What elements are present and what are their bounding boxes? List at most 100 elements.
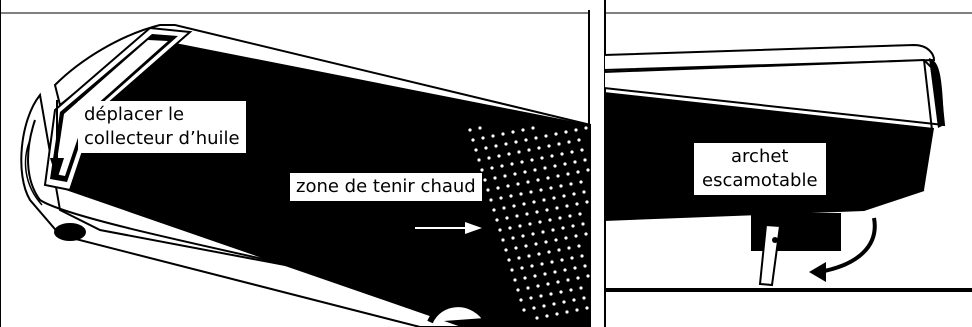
retractable-stand-label-line-2: escamotable	[702, 169, 818, 193]
perforation-dot	[516, 182, 519, 185]
perforation-dot	[543, 272, 546, 275]
perforation-dot	[544, 240, 547, 243]
perforation-dot	[539, 294, 542, 297]
perforation-dot	[505, 216, 508, 219]
perforation-dot	[566, 278, 569, 281]
perforation-dot	[551, 228, 554, 231]
perforation-dot	[507, 258, 510, 261]
perforation-dot	[561, 226, 564, 229]
perforation-dot	[527, 254, 530, 257]
perforation-dot	[579, 180, 582, 183]
perforation-dot	[510, 162, 513, 165]
perforation-dot	[550, 260, 553, 263]
perforation-dot	[513, 278, 516, 281]
perforation-dot	[535, 210, 538, 213]
perforation-dot	[576, 276, 579, 279]
oil-tray-label-line-1: déplacer le	[84, 103, 240, 127]
perforation-dot	[554, 238, 557, 241]
perforation-dot	[535, 316, 538, 319]
perforation-dot	[500, 164, 503, 167]
perforation-dot	[583, 264, 586, 267]
perforation-dot	[501, 132, 504, 135]
perforation-dot	[553, 270, 556, 273]
left-illustration-panel: déplacer le collecteur d’huile zone de t…	[0, 0, 591, 327]
perforation-dot	[574, 128, 577, 131]
perforation-dot	[570, 256, 573, 259]
perforation-dot	[484, 146, 487, 149]
perforation-dot	[585, 200, 588, 203]
perforation-dot	[521, 234, 524, 237]
perforation-dot	[489, 198, 492, 201]
perforation-dot	[546, 176, 549, 179]
perforation-dot	[490, 166, 493, 169]
perforation-dot	[560, 258, 563, 261]
perforation-dot	[487, 156, 490, 159]
perforation-dot	[576, 170, 579, 173]
perforation-dot	[529, 296, 532, 299]
perforation-dot	[517, 256, 520, 259]
perforation-dot	[493, 176, 496, 179]
perforation-dot	[497, 154, 500, 157]
perforation-dot	[496, 186, 499, 189]
perforation-dot	[526, 180, 529, 183]
perforation-dot	[567, 140, 570, 143]
perforation-dot	[560, 152, 563, 155]
perforation-dot	[580, 254, 583, 257]
perforation-dot	[508, 226, 511, 229]
perforation-dot	[543, 166, 546, 169]
perforation-dot	[552, 302, 555, 305]
perforation-dot	[481, 136, 484, 139]
perforation-dot	[556, 174, 559, 177]
perforation-dot	[583, 158, 586, 161]
perforation-dot	[483, 178, 486, 181]
right-illustration-panel: archet escamotable	[604, 0, 972, 327]
oil-tray-label: déplacer le collecteur d’huile	[78, 101, 246, 153]
perforation-dot	[510, 268, 513, 271]
perforation-dot	[517, 150, 520, 153]
perforation-dot	[571, 224, 574, 227]
perforation-dot	[513, 172, 516, 175]
perforation-dot	[580, 148, 583, 151]
perforation-dot	[477, 158, 480, 161]
perforation-dot	[542, 198, 545, 201]
perforation-dot	[555, 312, 558, 315]
perforation-dot	[564, 236, 567, 239]
perforation-dot	[530, 264, 533, 267]
perforation-dot	[499, 196, 502, 199]
perforation-dot	[537, 146, 540, 149]
perforation-dot	[530, 158, 533, 161]
perforation-dot	[512, 204, 515, 207]
perforation-dot	[531, 126, 534, 129]
perforation-dot	[534, 242, 537, 245]
perforation-dot	[549, 292, 552, 295]
perforation-dot	[567, 246, 570, 249]
perforation-dot	[559, 290, 562, 293]
perforation-dot	[573, 160, 576, 163]
retractable-stand-label-line-1: archet	[702, 145, 818, 169]
perforation-dot	[491, 134, 494, 137]
perforation-dot	[526, 286, 529, 289]
perforation-dot	[577, 138, 580, 141]
perforation-dot	[572, 192, 575, 195]
griddle-top-view-drawing	[0, 0, 591, 327]
perforation-dot	[578, 212, 581, 215]
perforation-dot	[524, 244, 527, 247]
perforation-dot	[520, 160, 523, 163]
perforation-dot	[562, 194, 565, 197]
perforation-dot	[545, 314, 548, 317]
perforation-dot	[577, 244, 580, 247]
perforation-dot	[586, 274, 589, 277]
perforation-dot	[584, 126, 587, 129]
perforation-dot	[524, 138, 527, 141]
perforation-dot	[478, 126, 481, 129]
oil-tray-label-line-2: collecteur d’huile	[84, 127, 240, 151]
perforation-dot	[502, 206, 505, 209]
retractable-stand-label: archet escamotable	[694, 143, 826, 195]
perforation-dot	[552, 196, 555, 199]
perforation-dot	[540, 262, 543, 265]
perforation-dot	[531, 232, 534, 235]
perforation-dot	[565, 310, 568, 313]
keep-warm-zone-label-line-1: zone de tenir chaud	[296, 175, 476, 199]
perforation-dot	[536, 178, 539, 181]
perforation-dot	[521, 128, 524, 131]
